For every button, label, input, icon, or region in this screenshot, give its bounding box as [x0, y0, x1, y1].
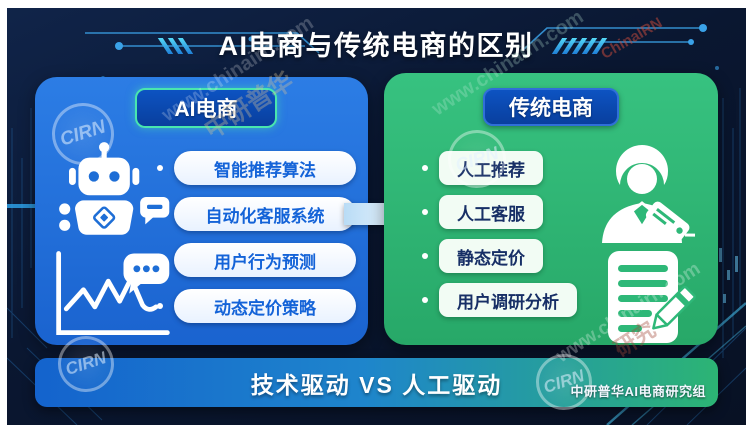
list-item: 静态定价: [422, 239, 543, 273]
traditional-ecommerce-panel: 传统电商: [384, 73, 718, 345]
customer-service-person-icon: [602, 145, 696, 243]
feature-pill: 用户调研分析: [439, 283, 577, 317]
list-item: 动态定价策略: [157, 289, 356, 323]
feature-pill: 自动化客服系统: [174, 197, 356, 231]
traditional-ecommerce-header-badge: 传统电商: [483, 88, 619, 126]
feature-pill: 人工推荐: [439, 151, 543, 185]
feature-pill: 智能推荐算法: [174, 151, 356, 185]
list-item: 用户行为预测: [157, 243, 356, 277]
list-item: 自动化客服系统: [157, 197, 356, 231]
list-item: 用户调研分析: [422, 283, 577, 317]
bullet-icon: [422, 165, 428, 171]
feature-pill: 静态定价: [439, 239, 543, 273]
title-slashes-right-icon: [551, 38, 608, 54]
document-edit-icon: [608, 251, 696, 343]
list-item: 人工推荐: [422, 151, 543, 185]
bullet-icon: [157, 211, 163, 217]
feature-pill: 人工客服: [439, 195, 543, 229]
list-item: 智能推荐算法: [157, 151, 356, 185]
bullet-icon: [422, 209, 428, 215]
list-item: 人工客服: [422, 195, 543, 229]
robot-icon: [59, 142, 170, 235]
bullet-icon: [157, 303, 163, 309]
bullet-icon: [422, 297, 428, 303]
comparison-footer-bar: 技术驱动 VS 人工驱动 中研普华AI电商研究组: [35, 358, 718, 407]
feature-pill: 动态定价策略: [174, 289, 356, 323]
bullet-icon: [422, 253, 428, 259]
ai-ecommerce-header-badge: AI电商: [135, 88, 277, 128]
page-title: AI电商与传统电商的区别: [218, 31, 534, 61]
bullet-icon: [157, 165, 163, 171]
ai-ecommerce-panel: AI电商: [35, 77, 368, 345]
bullet-icon: [157, 257, 163, 263]
feature-pill: 用户行为预测: [174, 243, 356, 277]
credit-watermark: 中研普华AI电商研究组: [570, 384, 706, 399]
footer-label: 技术驱动 VS 人工驱动: [250, 371, 503, 398]
